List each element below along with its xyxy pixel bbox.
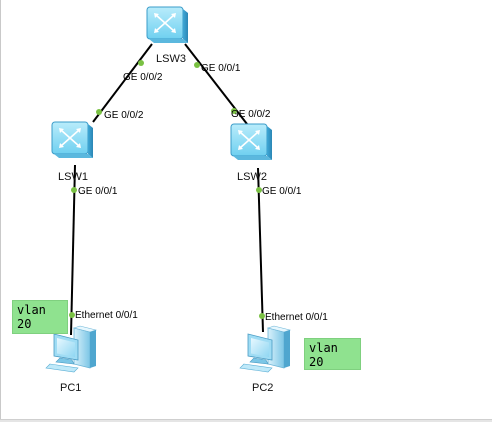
l3-switch-icon xyxy=(230,123,273,161)
device-label-lsw3: LSW3 xyxy=(156,53,186,65)
port-dot-lsw1-ge002 xyxy=(96,109,102,115)
link-lsw3-lsw1[interactable] xyxy=(92,43,153,123)
vlan-note-pc2[interactable]: vlan 20 xyxy=(304,338,361,370)
port-label-lsw3-ge002: GE 0/0/2 xyxy=(123,72,163,83)
port-label-lsw1-ge001: GE 0/0/1 xyxy=(78,186,118,197)
device-label-pc2: PC2 xyxy=(252,382,273,394)
port-dot-pc2-eth001 xyxy=(259,313,265,319)
device-label-lsw1: LSW1 xyxy=(58,171,88,183)
port-dot-pc1-eth001 xyxy=(69,312,75,318)
lsw2-switch[interactable]: LSW2 xyxy=(230,123,273,183)
port-label-lsw2-ge001: GE 0/0/1 xyxy=(262,186,302,197)
port-label-lsw3-ge001: GE 0/0/1 xyxy=(201,63,241,74)
device-label-pc1: PC1 xyxy=(60,382,81,394)
pc-icon xyxy=(239,325,291,373)
port-label-lsw2-ge002: GE 0/0/2 xyxy=(231,109,271,120)
lsw3-switch[interactable]: LSW3 xyxy=(146,6,189,65)
pc2-host[interactable]: PC2 xyxy=(239,325,291,394)
device-label-lsw2: LSW2 xyxy=(237,171,267,183)
l3-switch-icon xyxy=(51,121,94,159)
port-dot-lsw1-ge001 xyxy=(71,187,77,193)
port-dot-lsw2-ge001 xyxy=(256,187,262,193)
port-dot-lsw2-ge002 xyxy=(231,108,237,114)
l3-switch-icon xyxy=(146,6,189,44)
port-label-pc1-eth001: Ethernet 0/0/1 xyxy=(75,310,138,321)
canvas-bottom-scrollbar[interactable] xyxy=(0,419,492,422)
canvas-left-border xyxy=(0,0,1,422)
port-dot-lsw3-ge002 xyxy=(138,60,144,66)
port-label-pc2-eth001: Ethernet 0/0/1 xyxy=(265,312,328,323)
pc1-host[interactable]: PC1 xyxy=(45,325,97,394)
link-lsw1-pc1[interactable] xyxy=(70,164,76,336)
link-lsw2-pc2[interactable] xyxy=(257,167,264,333)
port-dot-lsw3-ge001 xyxy=(194,62,200,68)
lsw1-switch[interactable]: LSW1 xyxy=(51,121,94,183)
port-label-lsw1-ge002: GE 0/0/2 xyxy=(104,110,144,121)
vlan-note-pc1[interactable]: vlan 20 xyxy=(12,300,68,334)
